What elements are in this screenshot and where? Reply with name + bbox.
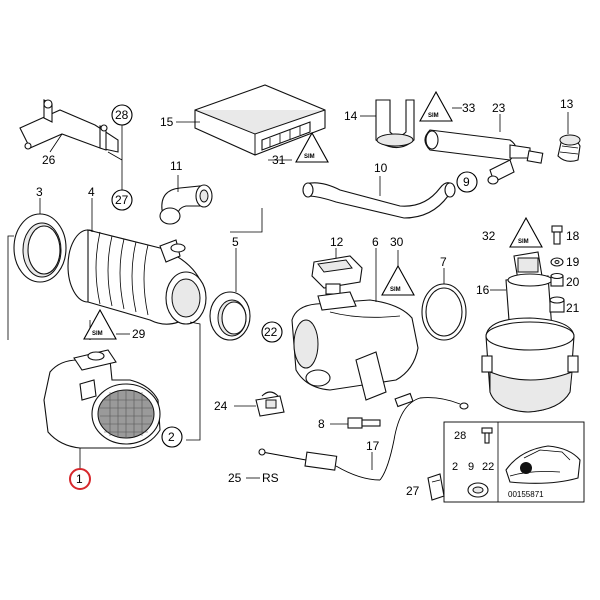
part-clamp-icon [467, 482, 489, 498]
part-28-screw-icon [481, 427, 493, 444]
callout-24: 24 [214, 399, 228, 413]
svg-text:SIM: SIM [92, 331, 103, 337]
callout-15: 15 [160, 115, 174, 129]
callout-33: 33 [462, 101, 476, 115]
callout-14: 14 [344, 109, 358, 123]
callout-17: 17 [366, 439, 380, 453]
callout-27-circle: 27 [111, 189, 133, 211]
warning-triangle-icon: SIM [83, 308, 117, 340]
part-6-throttle-body [291, 291, 419, 401]
part-12-sensor [311, 255, 363, 295]
svg-text:SIM: SIM [304, 154, 315, 160]
part-8-screw [347, 417, 381, 429]
callout-32: 32 [482, 229, 496, 243]
callout-25-rs: RS [262, 471, 279, 485]
part-26-bracket [19, 99, 119, 153]
callout-30: 30 [390, 235, 404, 249]
part-17-cable [258, 392, 469, 481]
callout-31: 31 [272, 153, 286, 167]
callout-10: 10 [374, 161, 388, 175]
callout-28-circle: 28 [111, 104, 133, 126]
callout-9: 9 [463, 175, 470, 189]
callout-21: 21 [566, 301, 580, 315]
callout-12: 12 [330, 235, 344, 249]
callout-28: 28 [115, 108, 129, 122]
warning-triangle-icon: SIM [381, 264, 415, 296]
part-19-washer [550, 257, 564, 267]
car-silhouette-icon [505, 445, 581, 484]
callout-8: 8 [318, 417, 325, 431]
callout-27: 27 [115, 193, 129, 207]
part-23-pump [424, 129, 544, 185]
callout-3: 3 [36, 185, 43, 199]
warning-triangle-icon: SIM [509, 216, 543, 248]
callout-16: 16 [476, 283, 490, 297]
callout-2-circle: 2 [161, 426, 183, 448]
part-21-sleeve [549, 296, 565, 313]
part-20-spacer [550, 272, 564, 287]
callout-6: 6 [372, 235, 379, 249]
part-18-bolt [551, 225, 563, 245]
part-7-o-ring [421, 283, 467, 341]
part-14-clamp [375, 99, 415, 149]
part-15-control-unit [194, 84, 326, 156]
svg-text:SIM: SIM [390, 287, 401, 293]
part-4-bellows [67, 229, 207, 325]
callout-20: 20 [566, 275, 580, 289]
inset-label-2: 2 [452, 461, 458, 473]
callout-19: 19 [566, 255, 580, 269]
callout-29: 29 [132, 327, 146, 341]
callout-26: 26 [42, 153, 56, 167]
callout-2: 2 [168, 430, 175, 444]
inset-reference-number: 00155871 [508, 490, 544, 499]
callout-23: 23 [492, 101, 506, 115]
part-10-hose [302, 182, 456, 219]
part-3-ring [13, 213, 67, 283]
mesh-grid [100, 390, 152, 438]
svg-text:SIM: SIM [428, 113, 439, 119]
callout-22-circle: 22 [261, 321, 283, 343]
svg-text:SIM: SIM [518, 239, 529, 245]
part-11-elbow-hose [159, 184, 213, 225]
warning-triangle-icon: SIM [419, 90, 453, 122]
part-24-clip [255, 391, 285, 417]
callout-18: 18 [566, 229, 580, 243]
callout-1: 1 [76, 472, 83, 486]
callout-5: 5 [232, 235, 239, 249]
inset-panel: 28 2 9 22 27 00155871 [406, 421, 585, 503]
callout-22: 22 [264, 325, 278, 339]
inset-label-28: 28 [454, 430, 466, 442]
part-16-actuator [481, 251, 579, 413]
inset-label-9: 9 [468, 461, 474, 473]
callout-9-circle: 9 [456, 171, 478, 193]
callout-11: 11 [170, 159, 183, 173]
inset-label-27: 27 [406, 484, 420, 498]
part-5-ring [209, 291, 251, 341]
part-27-clip-icon [427, 473, 445, 501]
warning-triangle-icon: SIM [295, 131, 329, 163]
callout-13: 13 [560, 97, 574, 111]
callout-1-highlight: 1 [69, 468, 91, 490]
callout-7: 7 [440, 255, 447, 269]
part-13-grommet [557, 134, 581, 162]
part-1-air-flow-meter [43, 349, 161, 449]
inset-label-22: 22 [482, 461, 494, 473]
callout-25: 25 [228, 471, 242, 485]
callout-4: 4 [88, 185, 95, 199]
